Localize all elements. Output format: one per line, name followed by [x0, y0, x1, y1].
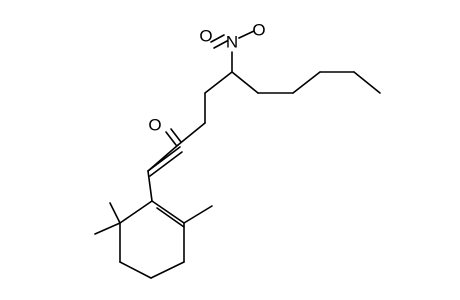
- bond-n-o-double-b: [213, 40, 228, 49]
- bond-ring-4: [119, 261, 152, 279]
- bond-gem-methyl-1: [109, 202, 121, 224]
- bond-ring-3: [150, 261, 185, 279]
- bonds: [94, 30, 381, 279]
- atom-label-nitro-n: N: [226, 33, 238, 52]
- bond-chain-5: [353, 71, 381, 94]
- atom-labels: N O O O: [148, 21, 265, 135]
- atom-label-nitro-o2: O: [252, 21, 265, 40]
- bond-ring-1: [151, 200, 185, 224]
- bond-alkene-double-a: [147, 146, 181, 172]
- bond-methyl-right: [183, 205, 213, 224]
- bond-alkene-double-b: [149, 151, 183, 177]
- bond-n-o-double-a: [210, 34, 225, 43]
- bond-chain-1: [231, 71, 259, 94]
- atom-label-ketone-o: O: [148, 116, 161, 135]
- bond-gem-methyl-2: [94, 222, 121, 235]
- bond-n-o: [238, 30, 255, 39]
- bond-vinyl-ring: [147, 170, 153, 202]
- atom-label-nitro-o1: O: [199, 27, 212, 46]
- bond-ketone-double-a: [165, 131, 177, 146]
- bond-backbone-1: [204, 71, 233, 94]
- bond-chain-3: [292, 71, 321, 94]
- bond-ketone-double-b: [170, 128, 182, 143]
- bond-ring-1-double: [156, 207, 185, 228]
- bond-ring-6: [119, 200, 153, 224]
- bond-backbone-3: [177, 122, 206, 146]
